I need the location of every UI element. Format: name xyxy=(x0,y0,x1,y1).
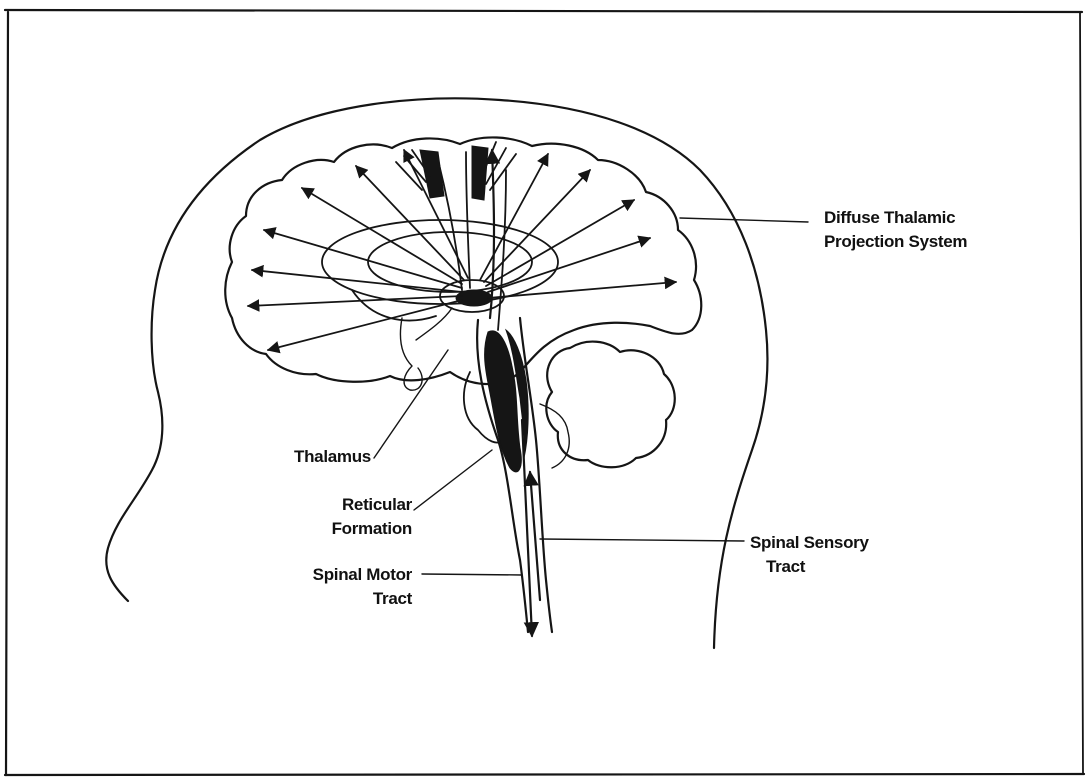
leader-lines xyxy=(374,218,808,575)
projection-arrow xyxy=(268,300,462,350)
projection-arrow xyxy=(264,230,462,288)
leader-reticular xyxy=(414,450,492,510)
page-frame xyxy=(5,10,1084,775)
cerebellum xyxy=(546,342,674,468)
label-diffuse-line2: Projection System xyxy=(824,232,967,251)
brainstem xyxy=(477,318,552,632)
projection-arrow xyxy=(488,238,650,292)
projection-arrow xyxy=(302,188,462,284)
leader-diffuse xyxy=(680,218,808,222)
label-spinal-motor-line2: Tract xyxy=(373,589,413,608)
projection-arrows xyxy=(248,150,676,350)
leader-spinal-sensory xyxy=(540,539,744,541)
label-reticular-line2: Formation xyxy=(332,519,412,538)
projection-arrow xyxy=(488,282,676,298)
projection-arrow xyxy=(252,270,462,292)
projection-arrow xyxy=(480,154,548,280)
cerebrum-outline xyxy=(225,137,701,384)
descending-motor-arrow xyxy=(522,420,532,636)
projection-arrow xyxy=(486,200,634,286)
label-thalamus: Thalamus xyxy=(294,447,371,466)
leader-spinal-motor xyxy=(422,574,522,575)
label-spinal-sensory-line2: Tract xyxy=(766,557,806,576)
label-diffuse-line1: Diffuse Thalamic xyxy=(824,208,955,227)
ascending-sensory-arrow xyxy=(530,472,540,600)
label-reticular-line1: Reticular xyxy=(342,495,413,514)
projection-arrow xyxy=(356,166,464,280)
cerebellar-peduncle xyxy=(540,404,569,468)
label-spinal-sensory-line1: Spinal Sensory xyxy=(750,533,869,552)
label-spinal-motor-line1: Spinal Motor xyxy=(313,565,413,584)
